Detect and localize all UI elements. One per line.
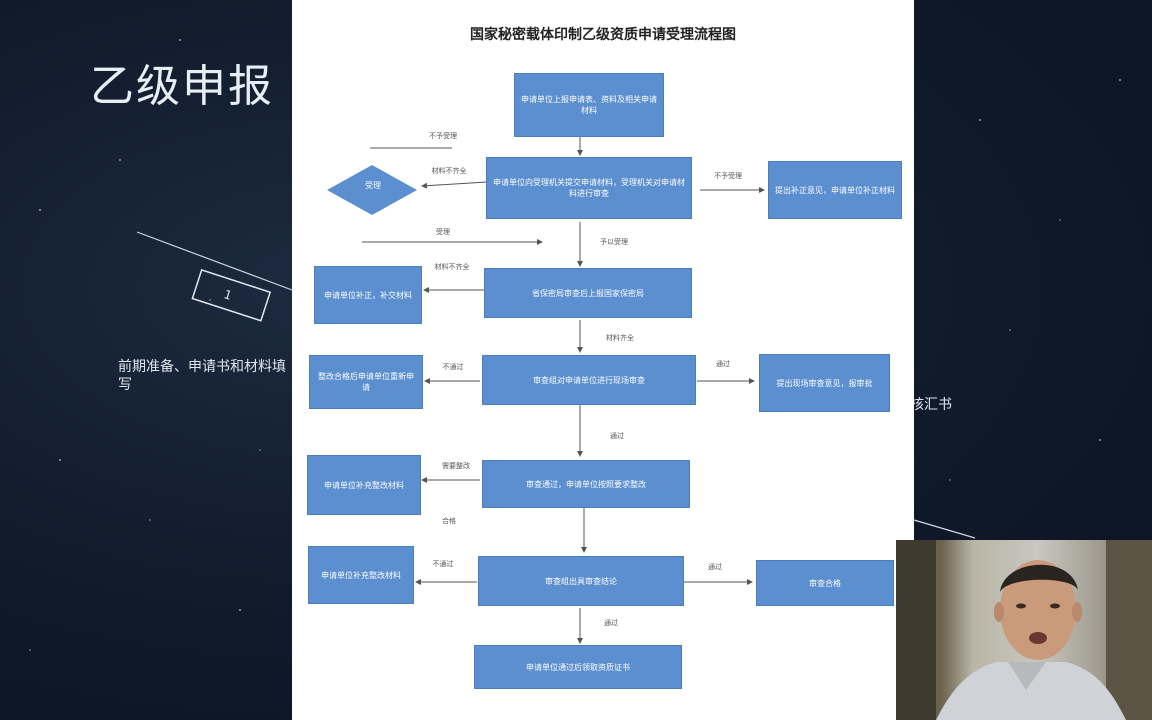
step-review-conclusion: 审查组出具审查结论 bbox=[478, 556, 684, 606]
step-rectification: 审查通过，申请单位按照要求整改 bbox=[482, 460, 690, 508]
edge-label: 材料齐全 bbox=[606, 334, 634, 342]
flowchart-document: 国家秘密载体印制乙级资质申请受理流程图 bbox=[292, 0, 914, 720]
edge-label: 通过 bbox=[708, 563, 722, 571]
edge-label: 不予受理 bbox=[714, 172, 742, 180]
step-review-materials: 申请单位向受理机关提交申请材料，受理机关对申请材料进行审查 bbox=[486, 157, 692, 219]
slide-right-text: 核汇书 bbox=[910, 397, 952, 413]
edge-label: 需要整改 bbox=[442, 462, 470, 470]
edge-label: 通过 bbox=[604, 619, 618, 627]
decision-diamond bbox=[327, 165, 417, 215]
step-submit-application: 申请单位上报申请表、资料及相关申请材料 bbox=[514, 73, 664, 137]
edge-label: 通过 bbox=[716, 360, 730, 368]
presenter-video bbox=[896, 540, 1152, 720]
edge-label: 通过 bbox=[610, 432, 624, 440]
slide-left-text: 前期准备、申请书和材料填写 bbox=[118, 359, 286, 393]
edge-label: 不通过 bbox=[442, 363, 464, 371]
step-rectify-materials: 申请单位补充整改材料 bbox=[307, 455, 421, 515]
edge-label: 材料不齐全 bbox=[434, 263, 470, 271]
edge-label: 予以受理 bbox=[600, 238, 628, 246]
step-correction-notice: 提出补正意见，申请单位补正材料 bbox=[768, 161, 902, 219]
flowchart-connectors bbox=[327, 137, 765, 644]
step-onsite-opinion: 提出现场审查意见，报审批 bbox=[759, 354, 890, 412]
step-supplement-rectify: 申请单位补充整改材料 bbox=[308, 546, 414, 604]
step-onsite-review: 审查组对申请单位进行现场审查 bbox=[482, 355, 696, 405]
decision-label: 受理 bbox=[365, 181, 381, 190]
step-reapply-after-fix: 整改合格后申请单位重新申请 bbox=[309, 355, 423, 409]
step-review-passed: 审查合格 bbox=[756, 560, 894, 606]
edge-label: 合格 bbox=[442, 517, 456, 525]
slide-title: 乙级申报 bbox=[90, 61, 274, 112]
deco-box bbox=[191, 269, 272, 322]
flowchart-title: 国家秘密载体印制乙级资质申请受理流程图 bbox=[470, 27, 736, 43]
step-receive-certificate: 申请单位通过后领取资质证书 bbox=[474, 645, 682, 689]
edge-label: 不通过 bbox=[432, 560, 454, 568]
edge-label: 材料不齐全 bbox=[431, 167, 467, 175]
step-supplement-materials: 申请单位补正，补交材料 bbox=[314, 266, 422, 324]
edge-label: 受理 bbox=[436, 228, 450, 236]
webcam-overlay bbox=[896, 540, 1152, 720]
edge-label: 不予受理 bbox=[429, 132, 457, 140]
step-provincial-review: 省保密局审查后上报国家保密局 bbox=[484, 268, 692, 318]
